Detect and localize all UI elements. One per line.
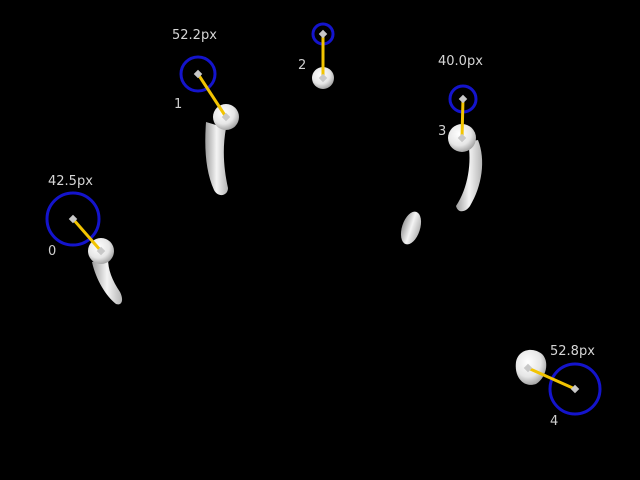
tracker-ring-0 xyxy=(45,191,101,247)
tracker-center-3 xyxy=(458,94,468,104)
tracker-center-4 xyxy=(570,384,580,394)
tracker-2: 2 xyxy=(298,22,335,83)
tracked-objects xyxy=(88,67,547,385)
limb-3 xyxy=(456,140,483,212)
tracker-3: 40.0px 3 xyxy=(438,54,483,143)
index-label-2: 2 xyxy=(298,58,306,73)
index-label-1: 1 xyxy=(174,97,182,112)
tracker-center-0 xyxy=(68,214,78,224)
distance-label-4: 52.8px xyxy=(550,344,595,359)
tracker-target-2 xyxy=(318,73,328,83)
tracker-line-4 xyxy=(527,366,576,391)
index-label-4: 4 xyxy=(550,414,558,429)
stray-blob xyxy=(400,211,422,245)
tracker-line-0 xyxy=(71,218,103,252)
distance-label-1: 52.2px xyxy=(172,28,217,43)
tracker-center-1 xyxy=(193,69,203,79)
distance-label-0: 42.5px xyxy=(48,174,93,189)
index-label-0: 0 xyxy=(48,244,56,259)
distance-label-3: 40.0px xyxy=(438,54,483,69)
limb-1 xyxy=(205,122,228,196)
tracker-target-0 xyxy=(96,246,106,256)
tracker-target-4 xyxy=(523,363,533,373)
limb-0 xyxy=(92,258,123,305)
tracker-1: 52.2px 1 xyxy=(172,28,231,122)
tracker-center-2 xyxy=(318,29,328,39)
tracker-0: 42.5px 0 xyxy=(45,174,106,259)
tracker-line-3 xyxy=(460,98,465,139)
tracker-ring-4 xyxy=(548,362,602,416)
index-label-3: 3 xyxy=(438,124,446,139)
tracker-target-1 xyxy=(221,112,231,122)
tracker-target-3 xyxy=(457,133,467,143)
tracker-ring-1 xyxy=(179,55,217,93)
tracker-line-1 xyxy=(196,73,228,118)
tracker-4: 52.8px 4 xyxy=(523,344,602,429)
